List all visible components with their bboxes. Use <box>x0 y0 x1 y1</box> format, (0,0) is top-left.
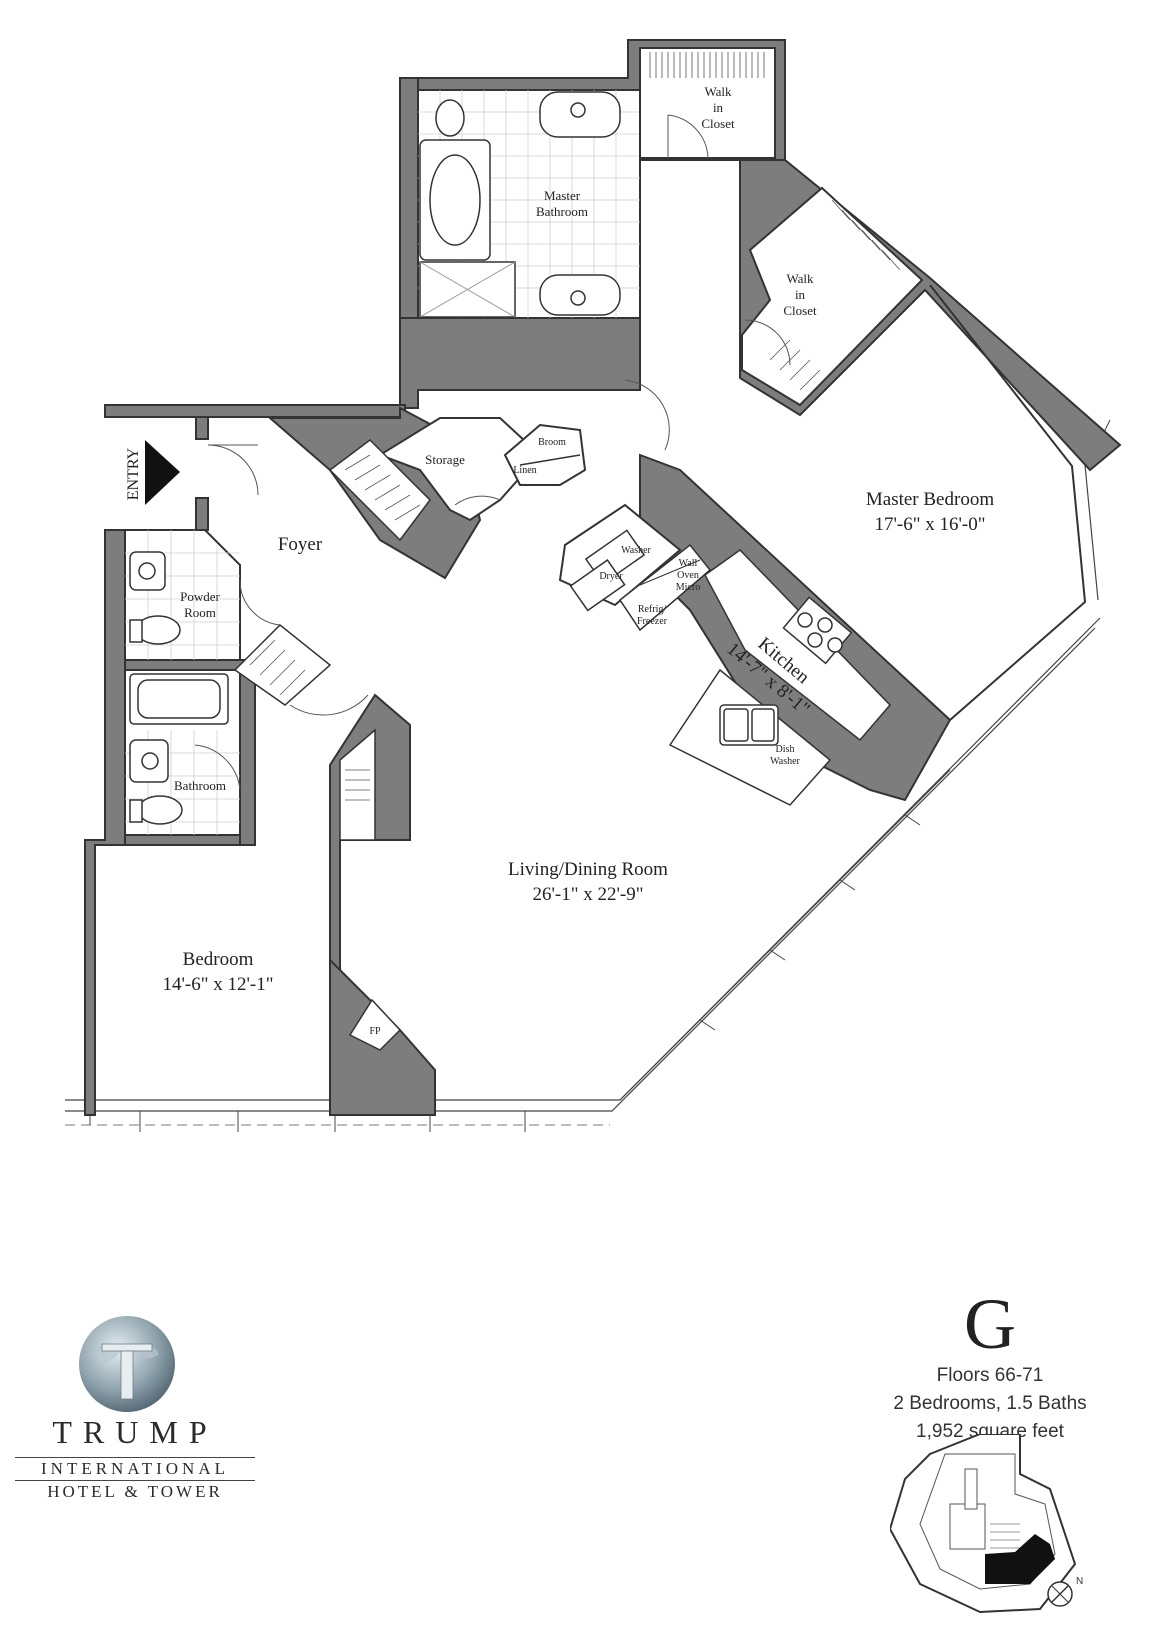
powder-room-line1: Powder <box>180 589 220 604</box>
master-bedroom-label: Master Bedroom <box>866 489 994 510</box>
unit-letter: G <box>964 1284 1016 1364</box>
logo-line2: INTERNATIONAL <box>15 1457 255 1481</box>
broom-label: Broom <box>538 437 566 448</box>
walk-in-closet-right-line2: in <box>795 287 806 302</box>
logo-line3: HOTEL & TOWER <box>47 1482 223 1501</box>
dish-washer-line1: Dish <box>776 744 795 755</box>
linen-label: Linen <box>513 465 536 476</box>
entry-label: ENTRY <box>125 447 142 500</box>
walk-in-closet-top-line2: in <box>713 100 724 115</box>
walk-in-closet-top <box>639 47 776 159</box>
bathroom-label: Bathroom <box>174 778 226 793</box>
master-bedroom-area <box>929 284 1087 721</box>
bathroom-area <box>124 669 241 836</box>
globe-icon <box>79 1316 175 1412</box>
master-bathroom-line1: Master <box>544 188 581 203</box>
entry-door <box>195 416 259 531</box>
master-bathroom-area <box>417 89 641 319</box>
walk-in-closet-right-line3: Closet <box>783 303 817 318</box>
powder-room-line2: Room <box>184 605 216 620</box>
unit-area: 1,952 square feet <box>916 1421 1064 1442</box>
washer-label: Washer <box>621 545 651 556</box>
powder-room-area <box>124 529 281 661</box>
refrig-line1: Refrig/ <box>638 604 667 615</box>
compass-icon: N <box>1047 1576 1083 1607</box>
living-window <box>619 769 951 1101</box>
master-bathroom-line2: Bathroom <box>536 204 588 219</box>
floor-plan: ENTRY Walk in Closet Master Bathroom Wal… <box>65 39 1122 1132</box>
logo-name: TRUMP <box>52 1414 218 1450</box>
unit-beds-baths: 2 Bedrooms, 1.5 Baths <box>893 1393 1087 1414</box>
trump-logo: TRUMP INTERNATIONAL HOTEL & TOWER <box>15 1314 255 1501</box>
foyer-label: Foyer <box>278 534 323 555</box>
storage-closets <box>377 379 670 522</box>
master-bedroom-dims: 17'-6" x 16'-0" <box>874 514 985 535</box>
wall-oven-line2: Oven <box>677 570 699 581</box>
dish-washer-line2: Washer <box>770 756 800 767</box>
key-plan: N <box>890 1434 1083 1614</box>
unit-info: G Floors 66-71 2 Bedrooms, 1.5 Baths 1,9… <box>860 1286 1120 1446</box>
unit-floors: Floors 66-71 <box>936 1365 1044 1386</box>
living-dining-dims: 26'-1" x 22'-9" <box>532 884 643 905</box>
dryer-label: Dryer <box>599 571 623 582</box>
compass-label: N <box>1076 1576 1083 1587</box>
kitchen-area <box>668 549 892 806</box>
storage-label: Storage <box>425 452 465 467</box>
foyer-closet <box>328 439 431 542</box>
laundry-area <box>558 503 712 632</box>
bedroom-dims: 14'-6" x 12'-1" <box>162 974 273 995</box>
hall-closet <box>233 623 376 841</box>
walk-in-closet-top-line1: Walk <box>704 84 732 99</box>
fireplace-label: FP <box>369 1026 381 1037</box>
walk-in-closet-right <box>741 186 924 407</box>
sink-icon <box>719 704 779 746</box>
entry-arrow-icon <box>145 440 180 505</box>
wall-oven-line3: Micro <box>676 582 700 593</box>
refrig-line2: Freezer <box>637 616 668 627</box>
bedroom-label: Bedroom <box>183 949 254 970</box>
cooktop-icon <box>782 596 853 665</box>
living-dining-label: Living/Dining Room <box>508 859 668 880</box>
walk-in-closet-top-line3: Closet <box>701 116 735 131</box>
unit-highlight <box>985 1534 1055 1584</box>
wall-oven-line1: Wall <box>679 558 698 569</box>
walk-in-closet-right-line1: Walk <box>786 271 814 286</box>
